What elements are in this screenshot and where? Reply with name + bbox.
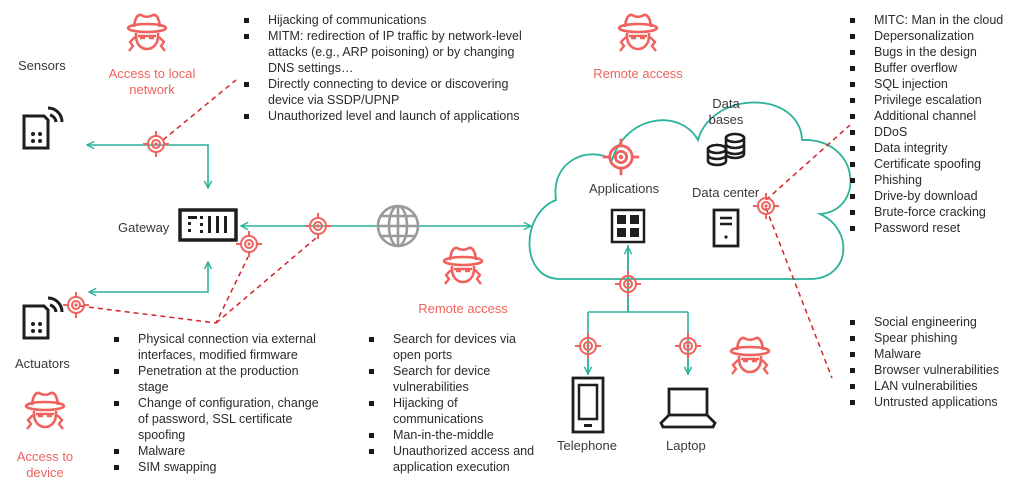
list-item: Man-in-the-middle bbox=[365, 427, 535, 443]
list-item: Data integrity bbox=[846, 140, 1024, 156]
label-gateway: Gateway bbox=[118, 220, 170, 235]
attacker-icon-remote-middle bbox=[442, 246, 484, 286]
database-icon bbox=[706, 132, 746, 167]
label-data-center: Data center bbox=[692, 185, 760, 200]
link-sensor-gateway bbox=[87, 145, 208, 188]
list-item: SQL injection bbox=[846, 76, 1024, 92]
server-icon bbox=[712, 208, 740, 248]
attack-vectors bbox=[79, 79, 851, 379]
list-item: LAN vulnerabilities bbox=[846, 378, 1024, 394]
list-item: Spear phishing bbox=[846, 330, 1024, 346]
attacker-icon-device bbox=[24, 391, 66, 431]
label-sensors: Sensors bbox=[18, 58, 66, 73]
laptop-icon bbox=[659, 387, 717, 429]
attacker-icon-endpoints bbox=[729, 336, 771, 376]
label-actuators: Actuators bbox=[15, 356, 70, 371]
link-actuator-gateway bbox=[89, 262, 208, 292]
list-item: Depersonalization bbox=[846, 28, 1024, 44]
list-item: MITM: redirection of IP traffic by netwo… bbox=[240, 28, 540, 76]
label-remote-access-middle: Remote access bbox=[418, 301, 508, 316]
threat-list-endpoints: Social engineering Spear phishing Malwar… bbox=[846, 314, 1024, 410]
label-telephone: Telephone bbox=[557, 438, 617, 453]
globe-icon bbox=[376, 204, 420, 248]
label-remote-access-top: Remote access bbox=[593, 66, 683, 81]
list-item: Certificate spoofing bbox=[846, 156, 1024, 172]
label-access-device: Access to device bbox=[16, 449, 74, 480]
threat-list-device: Physical connection via external interfa… bbox=[110, 331, 325, 475]
list-item: Bugs in the design bbox=[846, 44, 1024, 60]
label-laptop: Laptop bbox=[666, 438, 706, 453]
list-item: Social engineering bbox=[846, 314, 1024, 330]
attacker-icon-local-network bbox=[126, 13, 168, 53]
list-item: Buffer overflow bbox=[846, 60, 1024, 76]
list-item: Password reset bbox=[846, 220, 1024, 236]
target-icon-phone bbox=[574, 332, 602, 360]
list-item: Browser vulnerabilities bbox=[846, 362, 1024, 378]
list-item: Phishing bbox=[846, 172, 1024, 188]
link-cloud-endpoints bbox=[587, 245, 689, 375]
list-item: Untrusted applications bbox=[846, 394, 1024, 410]
target-icon-applications bbox=[601, 137, 641, 177]
list-item: Penetration at the production stage bbox=[110, 363, 325, 395]
list-item: Directly connecting to device or discove… bbox=[240, 76, 540, 108]
threat-list-local-network: Hijacking of communications MITM: redire… bbox=[240, 12, 540, 124]
target-icon-sensor-link bbox=[142, 130, 170, 158]
threat-list-cloud: MITC: Man in the cloud Depersonalization… bbox=[846, 12, 1024, 236]
list-item: Hijacking of communications bbox=[365, 395, 535, 427]
list-item: Physical connection via external interfa… bbox=[110, 331, 325, 363]
label-applications: Applications bbox=[589, 181, 660, 196]
list-item: Unauthorized access and application exec… bbox=[365, 443, 535, 475]
gateway-icon bbox=[178, 208, 238, 242]
list-item: Search for device vulnerabilities bbox=[365, 363, 535, 395]
label-data-bases: Data bases bbox=[708, 96, 744, 127]
list-item: Change of configuration, change of passw… bbox=[110, 395, 325, 443]
list-item: Brute-force cracking bbox=[846, 204, 1024, 220]
phone-icon bbox=[571, 376, 605, 434]
list-item: Malware bbox=[846, 346, 1024, 362]
list-item: DDoS bbox=[846, 124, 1024, 140]
list-item: Search for devices via open ports bbox=[365, 331, 535, 363]
actuator-icon bbox=[22, 296, 64, 340]
target-icon-wan bbox=[304, 212, 332, 240]
list-item: Privilege escalation bbox=[846, 92, 1024, 108]
cloud-outline bbox=[528, 101, 852, 280]
attacker-icon-remote-top bbox=[617, 13, 659, 53]
target-icon-cloud-uplink bbox=[614, 270, 642, 298]
label-access-local-network: Access to local network bbox=[108, 66, 196, 97]
apps-grid-icon bbox=[610, 208, 646, 244]
list-item: Unauthorized level and launch of applica… bbox=[240, 108, 540, 124]
target-icon-actuator bbox=[62, 291, 90, 319]
list-item: Additional channel bbox=[846, 108, 1024, 124]
target-icon-laptop bbox=[674, 332, 702, 360]
list-item: Drive-by download bbox=[846, 188, 1024, 204]
list-item: SIM swapping bbox=[110, 459, 325, 475]
sensor-icon bbox=[22, 106, 64, 150]
list-item: Malware bbox=[110, 443, 325, 459]
target-icon-gateway bbox=[235, 230, 263, 258]
list-item: Hijacking of communications bbox=[240, 12, 540, 28]
threat-list-remote: Search for devices via open ports Search… bbox=[365, 331, 535, 475]
list-item: MITC: Man in the cloud bbox=[846, 12, 1024, 28]
